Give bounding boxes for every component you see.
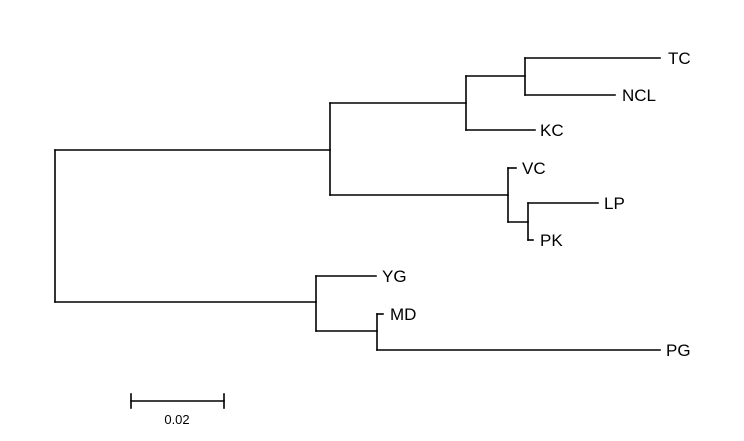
leaf-label-tc: TC — [668, 49, 691, 68]
leaf-label-pk: PK — [540, 231, 563, 250]
leaf-label-lp: LP — [604, 194, 625, 213]
leaf-label-vc: VC — [522, 159, 546, 178]
leaf-label-kc: KC — [540, 121, 564, 140]
leaf-label-yg: YG — [382, 267, 407, 286]
leaf-label-md: MD — [390, 305, 416, 324]
leaf-label-ncl: NCL — [622, 86, 656, 105]
scale-bar-label: 0.02 — [164, 412, 189, 427]
leaf-label-pg: PG — [666, 341, 691, 360]
scale-bar: 0.02 — [130, 393, 225, 427]
leaf-labels: TC NCL KC VC LP PK YG MD PG — [382, 49, 691, 360]
tree-branches — [54, 57, 661, 351]
